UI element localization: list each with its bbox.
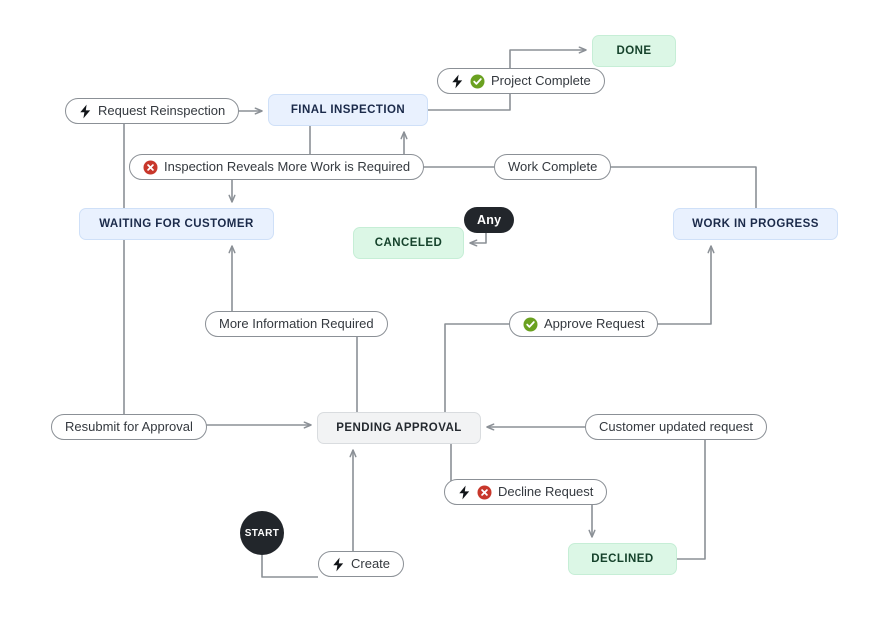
status-node-label: CANCELED	[374, 237, 443, 249]
transition-label: Project Complete	[491, 73, 591, 88]
status-node-waiting-for-customer[interactable]: WAITING FOR CUSTOMER	[79, 208, 274, 240]
transition-label: Decline Request	[498, 484, 594, 499]
status-node-label: FINAL INSPECTION	[290, 104, 406, 116]
transition-label: Approve Request	[544, 316, 645, 331]
transition-label: Request Reinspection	[98, 103, 226, 118]
transition-work-complete[interactable]: Work Complete	[494, 154, 612, 180]
edge-approve-request-to-work-in-progress	[643, 246, 711, 325]
transition-project-complete[interactable]: Project Complete	[437, 68, 605, 94]
bolt-icon	[79, 104, 92, 119]
status-node-label: PENDING APPROVAL	[336, 422, 462, 434]
transition-label: Customer updated request	[599, 419, 753, 434]
transition-request-reinspection[interactable]: Request Reinspection	[65, 98, 240, 124]
check-circle-icon	[470, 74, 485, 89]
transition-label: Resubmit for Approval	[65, 419, 193, 434]
status-node-pending-approval[interactable]: PENDING APPROVAL	[317, 412, 481, 444]
edge-project-complete-to-done	[509, 50, 586, 68]
transition-label: Inspection Reveals More Work is Required	[164, 159, 411, 174]
start-badge[interactable]: START	[240, 511, 284, 555]
transition-approve-request[interactable]: Approve Request	[509, 311, 659, 337]
status-node-work-in-progress[interactable]: WORK IN PROGRESS	[673, 208, 838, 240]
status-node-label: DONE	[616, 45, 652, 57]
transition-create[interactable]: Create	[318, 551, 405, 577]
transition-label: Create	[351, 556, 391, 571]
edge-work-in-progress-to-work-complete	[608, 166, 757, 208]
transition-customer-updated-request[interactable]: Customer updated request	[585, 414, 767, 440]
check-circle-icon	[523, 317, 538, 332]
transition-inspection-reveals-more-work[interactable]: Inspection Reveals More Work is Required	[129, 154, 425, 180]
status-node-label: WORK IN PROGRESS	[692, 218, 819, 230]
edge-pending-approval-to-approve-request	[444, 323, 509, 412]
transition-more-information-required[interactable]: More Information Required	[205, 311, 388, 337]
status-node-done[interactable]: DONE	[592, 35, 676, 67]
status-node-final-inspection[interactable]: FINAL INSPECTION	[268, 94, 428, 126]
transition-label: Work Complete	[508, 159, 598, 174]
edge-final-inspection-to-project-complete	[428, 94, 511, 111]
status-node-label: DECLINED	[591, 553, 654, 565]
any-badge[interactable]: Any	[464, 207, 515, 233]
status-node-label: WAITING FOR CUSTOMER	[99, 218, 254, 230]
bolt-icon	[451, 74, 464, 89]
error-circle-icon	[143, 160, 158, 175]
bolt-icon	[332, 557, 345, 572]
start-badge-label: START	[244, 527, 280, 539]
edge-start-to-create	[261, 555, 318, 578]
edge-declined-to-customer-updated	[677, 440, 706, 560]
edge-any-to-canceled	[470, 233, 487, 243]
any-badge-label: Any	[477, 213, 502, 227]
transition-resubmit-for-approval[interactable]: Resubmit for Approval	[51, 414, 207, 440]
status-node-canceled[interactable]: CANCELED	[353, 227, 464, 259]
status-node-declined[interactable]: DECLINED	[568, 543, 677, 575]
transition-decline-request[interactable]: Decline Request	[444, 479, 608, 505]
transition-label: More Information Required	[219, 316, 374, 331]
bolt-icon	[458, 485, 471, 500]
error-circle-icon	[477, 485, 492, 500]
